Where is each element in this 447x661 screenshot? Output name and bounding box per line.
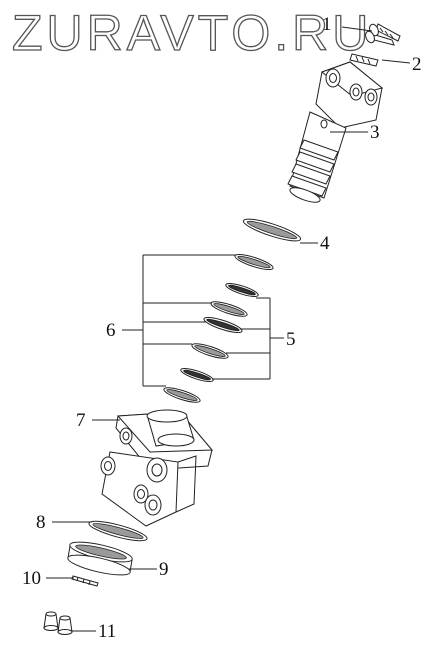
part-3-upper-body [287,61,384,203]
part-8-ring [88,520,148,542]
callout-8: 8 [36,512,46,533]
part-1-screws [365,23,401,46]
callout-5: 5 [286,329,296,350]
part-2-plate [349,53,379,67]
callout-2: 2 [412,54,422,75]
part-11-plugs [43,611,73,635]
callout-3: 3 [370,122,380,143]
callout-1: 1 [322,14,332,35]
watermark-logo: ZURAVTO.RU [12,5,372,61]
part-4-ring [242,218,302,242]
part-9-disc [67,541,133,576]
leader-lines [46,26,411,632]
part-7-lower-housing [100,409,214,527]
callout-7: 7 [76,410,86,431]
callout-11: 11 [98,621,116,642]
part-10-pin [71,575,99,587]
callout-10: 10 [22,568,41,589]
callout-4: 4 [320,233,330,254]
ring-stack [163,253,274,403]
callout-9: 9 [159,559,169,580]
callout-6: 6 [106,320,116,341]
